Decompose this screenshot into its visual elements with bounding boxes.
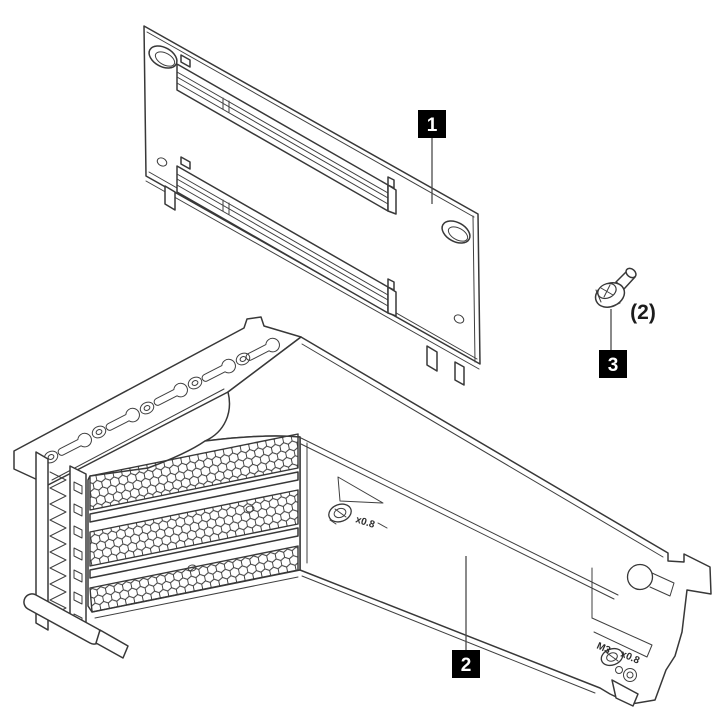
rail-rivet: [245, 505, 255, 513]
keyhole-cutout: [626, 563, 675, 597]
small-hole: [453, 314, 465, 324]
callout-3: 3: [599, 309, 627, 378]
pcie-slot-connector-2: [176, 156, 397, 317]
callout-1: 1: [418, 110, 446, 204]
flange-grommets: [43, 352, 251, 464]
emi-filler-strip-1: [89, 433, 299, 523]
pcie-slot-connector-1: [176, 54, 397, 215]
callout-1-number: 1: [427, 115, 438, 136]
thread-size-label: M3: [595, 641, 613, 657]
screw-quantity-label: (2): [630, 301, 656, 324]
emi-filler-strip-3: [89, 545, 299, 613]
riser-cage: x0.8 M3 x0.8: [13, 316, 712, 707]
rail-rivet: [187, 564, 197, 572]
callout-3-number: 3: [608, 355, 619, 376]
emc-spring-bracket: [35, 451, 87, 635]
oval-mounting-hole: [148, 45, 178, 69]
small-hole: [156, 157, 168, 167]
card-tab: [426, 345, 438, 372]
flange-keyhole-slots: [57, 337, 280, 456]
callout-1-box: [418, 110, 446, 138]
captive-thumbscrew-left: [328, 476, 388, 529]
riser-card: [143, 25, 481, 386]
release-foot: [23, 593, 129, 659]
callout-2-number: 2: [461, 655, 472, 676]
captive-thumbscrew-right: [591, 617, 653, 707]
callout-2-box: [452, 650, 480, 678]
oval-mounting-hole: [441, 220, 471, 244]
card-tab: [164, 185, 176, 211]
card-tab: [454, 361, 465, 386]
callout-3-box: [599, 350, 627, 378]
callout-2: 2: [452, 556, 480, 678]
captive-screw: [594, 267, 637, 308]
